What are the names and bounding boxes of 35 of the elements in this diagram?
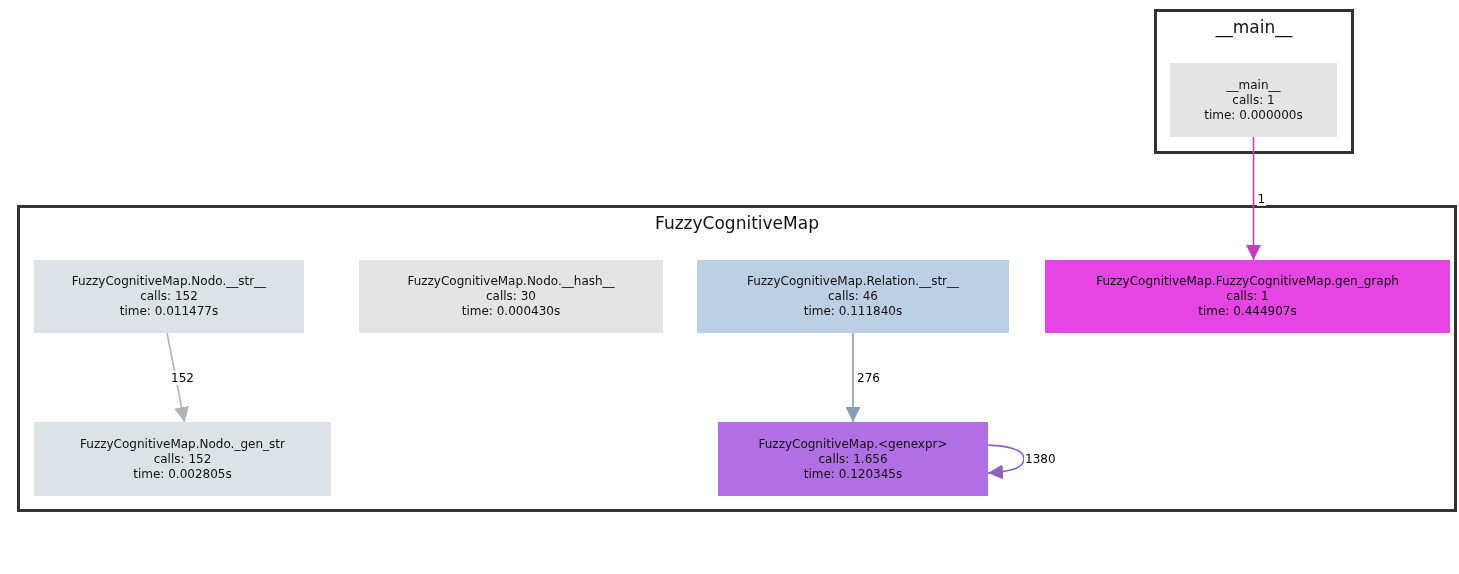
edge-label: 1 bbox=[1256, 191, 1267, 206]
function-box bbox=[34, 260, 304, 333]
run-time: time: 0.002805s bbox=[133, 466, 232, 482]
edge-label: 276 bbox=[856, 370, 881, 385]
edge-label: 152 bbox=[170, 370, 195, 385]
function-box bbox=[359, 260, 663, 333]
run-time: time: 0.444907s bbox=[1198, 304, 1297, 319]
function-box bbox=[34, 422, 331, 496]
function-name: FuzzyCognitiveMap.Nodo.__hash__ bbox=[407, 274, 615, 289]
function-box bbox=[1045, 260, 1450, 333]
cluster-title: FuzzyCognitiveMap bbox=[655, 216, 819, 231]
call-count: calls: 1 bbox=[1226, 289, 1269, 304]
call-count: calls: 30 bbox=[486, 289, 536, 304]
call-count: calls: 1 bbox=[1232, 92, 1275, 108]
function-name: FuzzyCognitiveMap.Nodo.__str__ bbox=[71, 274, 267, 289]
run-time: time: 0.120345s bbox=[803, 466, 903, 482]
call-count: calls: 1.656 bbox=[818, 451, 888, 467]
function-box bbox=[697, 260, 1009, 333]
call-count: calls: 152 bbox=[140, 289, 198, 304]
function-name: FuzzyCognitiveMap.Relation.__str__ bbox=[746, 274, 960, 289]
function-box bbox=[718, 422, 988, 496]
function-name: __main__ bbox=[1226, 77, 1281, 93]
call-count: calls: 152 bbox=[153, 451, 212, 467]
run-time: time: 0.011477s bbox=[119, 304, 219, 319]
edge-label: 1380 bbox=[1024, 452, 1057, 466]
function-name: FuzzyCognitiveMap.FuzzyCognitiveMap.gen_graph bbox=[1096, 274, 1399, 289]
cluster-frame bbox=[17, 205, 1457, 512]
cluster-frame bbox=[1154, 9, 1354, 154]
call-count: calls: 46 bbox=[828, 289, 878, 304]
run-time: time: 0.000430s bbox=[461, 304, 561, 319]
run-time: time: 0.000000s bbox=[1204, 107, 1303, 123]
function-box bbox=[1170, 63, 1337, 137]
function-name: FuzzyCognitiveMap.Nodo._gen_str bbox=[80, 436, 285, 452]
function-name: FuzzyCognitiveMap.<genexpr> bbox=[758, 436, 948, 452]
run-time: time: 0.111840s bbox=[803, 304, 903, 319]
